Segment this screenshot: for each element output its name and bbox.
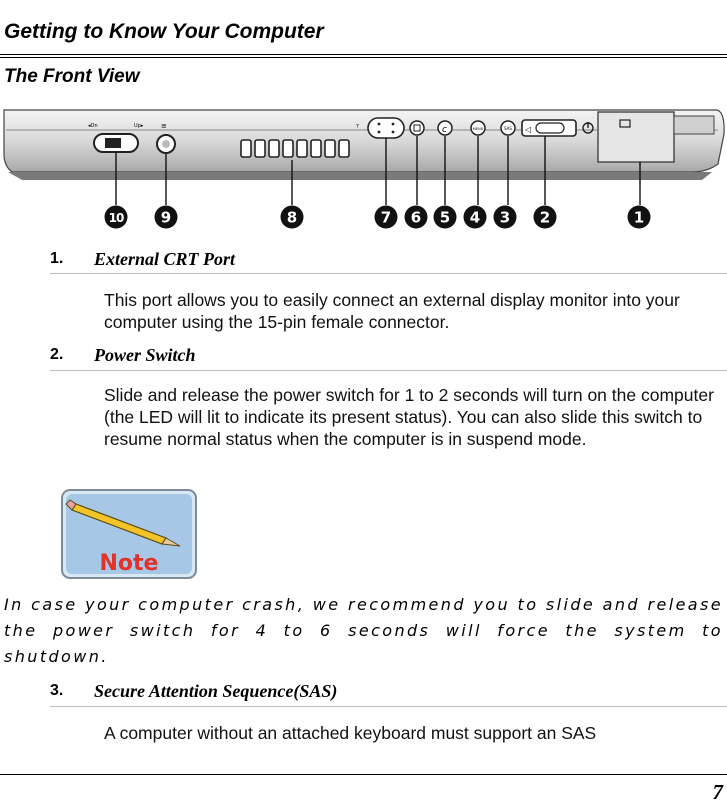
svg-text:7: 7 xyxy=(381,209,391,227)
slider-switch: ◂On Up▸ xyxy=(88,123,144,153)
callout-2: 2 xyxy=(533,205,557,229)
item-2-number: 2. xyxy=(50,346,64,363)
menu-button-label: MENU xyxy=(473,127,484,131)
custom-button xyxy=(437,120,453,136)
note-pencil-icon: Note xyxy=(61,489,197,579)
svg-text:10: 10 xyxy=(109,211,124,225)
svg-text:Up▸: Up▸ xyxy=(134,123,144,129)
item-1-number: 1. xyxy=(50,250,64,267)
power-switch: ◁ xyxy=(521,119,594,137)
item-2-description: Slide and release the power switch for 1… xyxy=(104,385,714,449)
item-2-title: Power Switch xyxy=(94,345,196,365)
svg-text:≡: ≡ xyxy=(161,122,167,130)
callout-8: 8 xyxy=(280,205,304,229)
item-1-rule xyxy=(50,273,727,274)
svg-text:2: 2 xyxy=(540,209,550,227)
svg-text:c: c xyxy=(442,125,447,135)
note-text: In case your computer crash, we recommen… xyxy=(4,595,723,666)
callout-10: 10 xyxy=(104,205,128,229)
window-button xyxy=(409,120,425,136)
item-3-title: Secure Attention Sequence(SAS) xyxy=(94,681,338,701)
svg-text:4: 4 xyxy=(470,209,480,227)
item-1-description: This port allows you to easily connect a… xyxy=(104,290,680,332)
svg-text:9: 9 xyxy=(161,209,171,227)
note-label: Note xyxy=(100,551,159,576)
svg-text:5: 5 xyxy=(440,209,450,227)
svg-text:1: 1 xyxy=(634,209,644,227)
crt-port xyxy=(597,111,715,163)
svg-text:◂On: ◂On xyxy=(88,123,98,129)
svg-text:ᵀ: ᵀ xyxy=(355,123,360,132)
item-3-description: A computer without an attached keyboard … xyxy=(104,723,597,743)
callout-7: 7 xyxy=(374,205,398,229)
navigation-pad: ᵀ xyxy=(355,117,405,139)
footer-rule xyxy=(0,774,727,775)
svg-text:8: 8 xyxy=(287,209,297,227)
header-rule xyxy=(0,54,727,58)
callout-3: 3 xyxy=(493,205,517,229)
page-number: 7 xyxy=(712,780,724,804)
sas-button-label: SAS xyxy=(504,126,512,131)
item-2-rule xyxy=(50,370,727,371)
section-title: The Front View xyxy=(4,66,140,87)
svg-text:6: 6 xyxy=(411,209,421,227)
callout-6: 6 xyxy=(404,205,428,229)
item-3-rule xyxy=(50,706,727,707)
callout-4: 4 xyxy=(463,205,487,229)
menu-button xyxy=(470,120,486,136)
front-view-figure: ◂On Up▸ ≡ ᵀ c MENU SAS ◁ xyxy=(3,109,725,229)
svg-text:3: 3 xyxy=(500,209,510,227)
callout-1: 1 xyxy=(627,205,651,229)
item-3-number: 3. xyxy=(50,682,64,699)
item-1-title: External CRT Port xyxy=(94,249,236,269)
callout-leaders xyxy=(115,136,641,205)
chapter-title: Getting to Know Your Computer xyxy=(4,20,324,43)
callout-9: 9 xyxy=(154,205,178,229)
callout-5: 5 xyxy=(433,205,457,229)
sas-button xyxy=(500,120,516,136)
audio-jack: ≡ xyxy=(156,122,176,154)
svg-text:◁: ◁ xyxy=(524,125,531,134)
ventilation-grille xyxy=(240,139,350,158)
